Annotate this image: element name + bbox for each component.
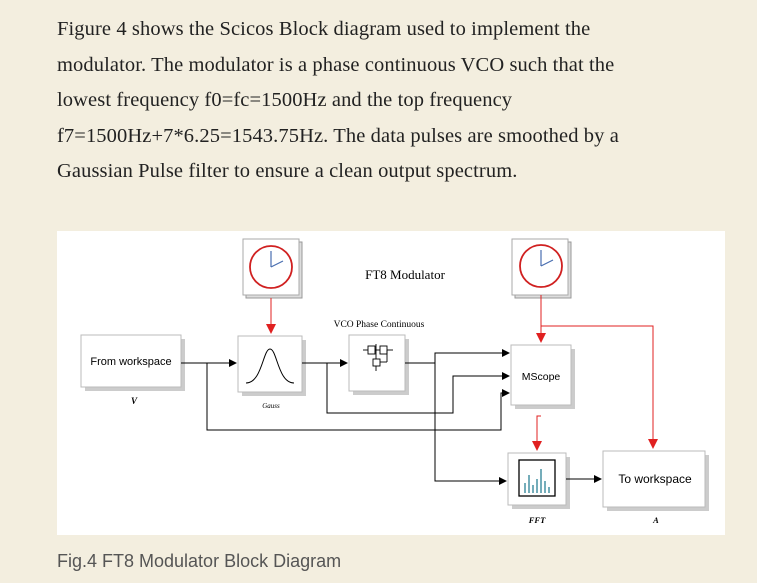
vco-label: VCO Phase Continuous xyxy=(334,320,425,330)
data-links xyxy=(181,349,602,485)
from-workspace-sublabel: V xyxy=(131,396,138,406)
mscope-block[interactable]: MScope xyxy=(510,344,575,409)
diagram-title: FT8 Modulator xyxy=(365,267,445,282)
vco-block[interactable] xyxy=(348,334,409,395)
paragraph-line-4: f7=1500Hz+7*6.25=1543.75Hz. The data pul… xyxy=(57,124,619,147)
to-workspace-label: To workspace xyxy=(618,472,692,486)
figure-caption: Fig.4 FT8 Modulator Block Diagram xyxy=(57,551,342,571)
gaussian-curve-icon xyxy=(245,348,295,384)
block-diagram-figure: FT8 Modulator VCO Phase Continuous From … xyxy=(57,231,725,535)
clock-block-2[interactable] xyxy=(511,238,572,299)
paragraph-line-1: Figure 4 shows the Scicos Block diagram … xyxy=(57,18,591,40)
to-workspace-block[interactable]: To workspace A xyxy=(602,450,709,525)
fft-sublabel: FFT xyxy=(528,515,546,525)
block-diagram: FT8 Modulator VCO Phase Continuous From … xyxy=(80,238,709,525)
paragraph-line-3: lowest frequency f0=fc=1500Hz and the to… xyxy=(57,89,513,111)
body-paragraph: Figure 4 shows the Scicos Block diagram … xyxy=(57,12,737,190)
mscope-label: MScope xyxy=(522,371,561,383)
from-workspace-block[interactable]: From workspace V xyxy=(80,334,185,406)
from-workspace-label: From workspace xyxy=(90,356,171,368)
vco-icon xyxy=(363,344,393,371)
event-links xyxy=(266,295,658,451)
paragraph-line-2: modulator. The modulator is a phase cont… xyxy=(57,53,615,76)
paragraph-line-5: Gaussian Pulse filter to ensure a clean … xyxy=(57,160,518,182)
clock-block-1[interactable] xyxy=(242,238,303,299)
gauss-filter-block[interactable]: Gauss xyxy=(237,335,306,410)
gauss-sublabel: Gauss xyxy=(262,402,280,410)
fft-block[interactable]: FFT xyxy=(507,452,570,525)
to-workspace-sublabel: A xyxy=(652,515,659,525)
